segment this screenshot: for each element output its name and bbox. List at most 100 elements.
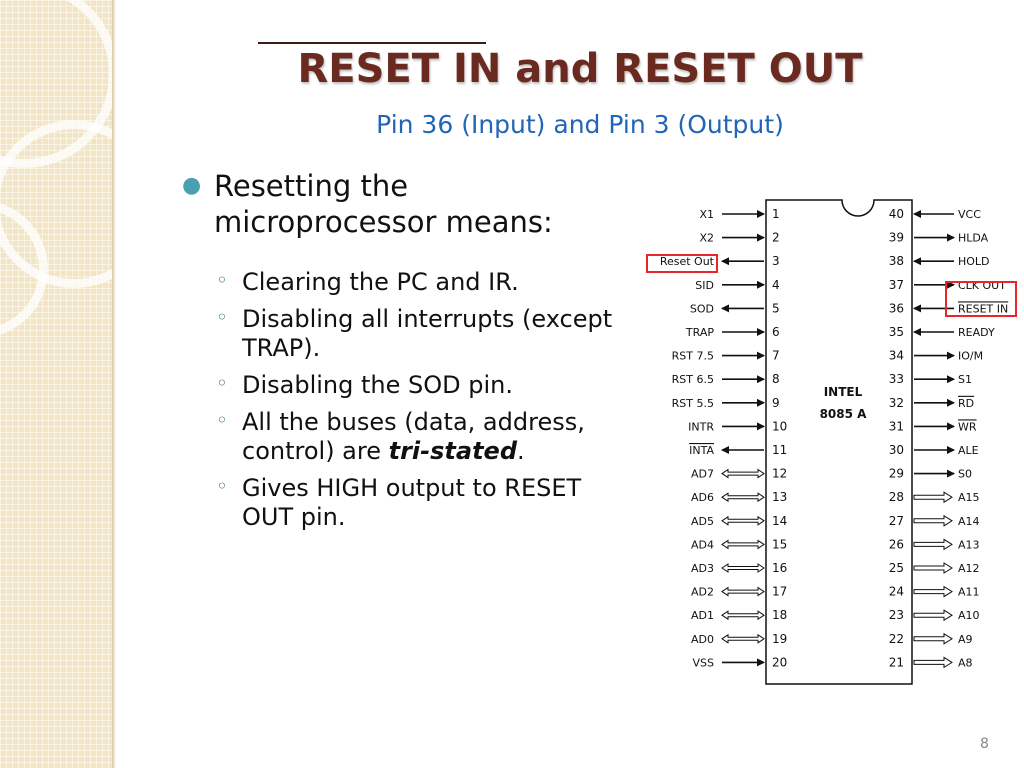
bus-arrow-icon [913, 514, 953, 527]
pin-2: 2X2 [699, 231, 779, 245]
pin-label: A11 [958, 586, 980, 599]
pin-number: 23 [889, 608, 904, 622]
pin-label: HOLD [958, 255, 990, 268]
pin-31: 31 WR [889, 419, 977, 433]
bullet-ring-icon: ◦ [216, 474, 228, 498]
reset-out-highlight-box [646, 254, 718, 273]
pin-label: S1 [958, 373, 972, 386]
pin-label: A12 [958, 562, 980, 575]
pin-label: RST 6.5 [672, 373, 714, 386]
pin-label: X1 [699, 208, 714, 221]
pin-40: 40 VCC [889, 207, 981, 221]
pin-label: A13 [958, 538, 980, 551]
emphasis-text: tri-stated [388, 437, 518, 465]
bus-arrow-icon [913, 538, 953, 551]
pin-number: 40 [889, 207, 904, 221]
sub-bullet-tail: . [517, 437, 525, 465]
pin-number: 21 [889, 655, 904, 669]
pin-number: 9 [772, 396, 780, 410]
sub-bullet-text: All the buses (data, address, control) a… [242, 408, 585, 465]
sub-bullet-text: Disabling all interrupts (except TRAP). [242, 305, 613, 362]
pin-label: AD5 [691, 515, 714, 528]
pin-label: AD2 [691, 586, 714, 599]
sub-bullet: ◦ Clearing the PC and IR. [178, 268, 638, 297]
pin-number: 6 [772, 325, 780, 339]
pin-label: AD4 [691, 538, 714, 551]
chip-name-line2: 8085 A [820, 407, 868, 421]
pin-label: HLDA [958, 232, 989, 245]
pin-label: SID [695, 279, 714, 292]
pin-label: VSS [693, 656, 715, 669]
pin-label: RST 7.5 [672, 350, 714, 363]
pin-label: AD6 [691, 491, 714, 504]
pin-number: 7 [772, 349, 780, 363]
bullet-ring-icon: ◦ [216, 371, 228, 395]
pin-label: AD1 [691, 609, 714, 622]
pin-number: 20 [772, 655, 787, 669]
bus-arrow-icon [913, 656, 953, 669]
pin-label: VCC [958, 208, 981, 221]
pin-label: AD3 [691, 562, 714, 575]
pin-number: 3 [772, 254, 780, 268]
decorative-circle [0, 120, 112, 288]
pin-20: 20 VSS [693, 655, 788, 669]
pin-label: AD0 [691, 633, 714, 646]
pin-number: 38 [889, 254, 904, 268]
main-bullet-text: Resetting the microprocessor means: [214, 169, 553, 239]
pin-number: 16 [772, 561, 787, 575]
slide-title: RESET IN and RESET OUT [297, 46, 863, 92]
bidirectional-arrow-icon [721, 515, 765, 526]
pin-label: IO/M [958, 350, 983, 363]
pin-number: 31 [889, 419, 904, 433]
pin-label: A15 [958, 491, 980, 504]
pin-number: 26 [889, 537, 904, 551]
pin-label: AD7 [691, 468, 714, 481]
pin-34: 34 IO/M [889, 349, 983, 363]
pin-number: 34 [889, 349, 904, 363]
pin-number: 36 [889, 301, 904, 315]
pin-number: 25 [889, 561, 904, 575]
pin-label: WR [958, 420, 977, 433]
pin-number: 8 [772, 372, 780, 386]
bus-arrow-icon [913, 491, 953, 504]
sub-bullet-text: Clearing the PC and IR. [242, 268, 519, 296]
sub-bullet: ◦ Gives HIGH output to RESET OUT pin. [178, 474, 638, 532]
pin-label: RESET IN [958, 302, 1008, 315]
sub-bullet: ◦ Disabling all interrupts (except TRAP)… [178, 305, 638, 363]
bidirectional-arrow-icon [721, 539, 765, 550]
sidebar-edge [112, 0, 116, 768]
pin-number: 10 [772, 419, 787, 433]
bidirectional-arrow-icon [721, 633, 765, 644]
pin-36: 36 RESET IN [889, 301, 1009, 315]
pin-1: 1X1 [699, 207, 779, 221]
pin-number: 27 [889, 514, 904, 528]
pin-label: ALE [958, 444, 979, 457]
pin-label: RST 5.5 [672, 397, 714, 410]
pin-25: 25 A12 [889, 561, 980, 575]
bullet-ring-icon: ◦ [216, 408, 228, 432]
pin-8: 8 RST 6.5 [672, 372, 780, 386]
main-bullet: ● Resetting the microprocessor means: [178, 168, 638, 240]
reset-in-highlight-box [945, 281, 1017, 317]
pin-label: S0 [958, 468, 972, 481]
sub-bullet-text: Disabling the SOD pin. [242, 371, 513, 399]
pin-38: 38 HOLD [889, 254, 990, 268]
pin-label: SOD [690, 302, 714, 315]
slide-subtitle: Pin 36 (Input) and Pin 3 (Output) [376, 110, 784, 139]
pin-number: 4 [772, 278, 780, 292]
